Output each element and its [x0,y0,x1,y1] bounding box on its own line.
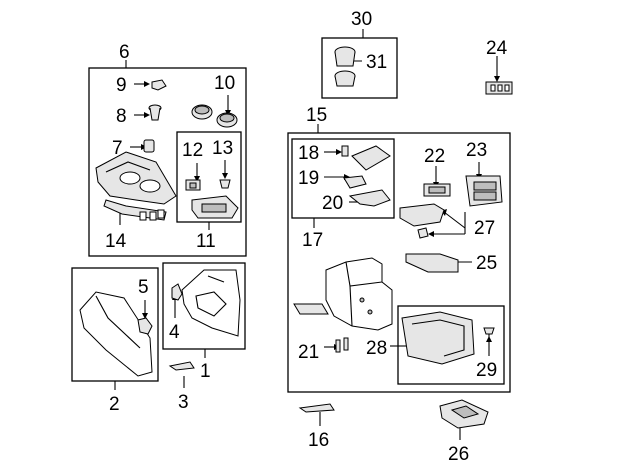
callout-10: 10 [214,73,235,94]
part-4-knob [171,283,183,301]
group-box-6 [88,67,247,257]
part-31-cup-insert [334,46,356,87]
callout-11: 11 [196,231,216,252]
callout-25: 25 [476,253,497,274]
group-box-1 [162,262,246,350]
callout-13: 13 [212,138,233,159]
part-5-clip [137,317,153,335]
part-14-switch-panel [103,199,167,221]
callout-8: 8 [116,106,127,127]
callout-30: 30 [351,9,372,30]
callout-24: 24 [486,38,508,59]
part-23-bezel [465,175,503,207]
part-24-plug [485,81,513,95]
part-6-console-panel [95,151,177,205]
callout-2: 2 [109,394,120,415]
callout-26: 26 [448,444,469,465]
callout-20: 20 [322,193,343,214]
part-25-trim [405,253,459,273]
part-21-pads [293,303,349,353]
group-box-30 [321,37,398,99]
callout-14: 14 [105,231,127,252]
part-11-switch-base [191,195,239,219]
part-10-cup-holders [191,104,238,128]
part-22-switch [423,183,451,197]
part-20-bracket [348,189,391,207]
group-box-15 [287,132,511,393]
callout-17: 17 [302,230,323,251]
part-28-storage-box [401,311,475,365]
callout-15: 15 [306,105,327,126]
part-16-bracket [298,403,335,413]
part-18-bolt [341,145,349,157]
callout-21: 21 [298,342,319,363]
part-2-side-panel [79,291,153,377]
group-box-28 [397,305,505,385]
part-12-clip [185,179,201,191]
callout-6: 6 [119,42,130,63]
part-29-screw [483,327,495,338]
callout-3: 3 [178,392,189,413]
part-27-clip [417,227,429,239]
part-8-bushing [148,104,162,121]
callout-31: 31 [366,52,387,73]
callout-23: 23 [466,140,487,161]
callout-16: 16 [308,430,329,451]
callout-19: 19 [298,168,319,189]
part-13-bulb [219,179,231,189]
callout-27: 27 [474,218,495,239]
callout-28: 28 [366,338,387,359]
part-1-side-panel [181,269,241,337]
leader-lines [114,29,498,440]
part-27-tray [399,203,445,227]
callout-1: 1 [200,361,211,382]
part-17-lid [351,145,391,171]
part-9-clip [151,79,167,91]
callout-29: 29 [476,360,497,381]
part-26-shift-bezel [439,399,489,429]
part-7-knob [143,139,155,153]
callout-18: 18 [298,143,319,164]
callout-9: 9 [116,75,127,96]
part-3-bracket [168,361,195,371]
group-box-17 [291,138,395,219]
callout-12: 12 [182,140,203,161]
callout-22: 22 [424,146,445,167]
callout-4: 4 [169,322,180,343]
callout-7: 7 [112,138,123,159]
callout-labels: 6 9 10 8 7 12 13 14 11 5 4 1 2 3 30 31 2… [105,9,508,465]
part-19-hinge [343,175,367,189]
part-15-console-body [325,257,393,331]
callout-5: 5 [138,277,149,298]
